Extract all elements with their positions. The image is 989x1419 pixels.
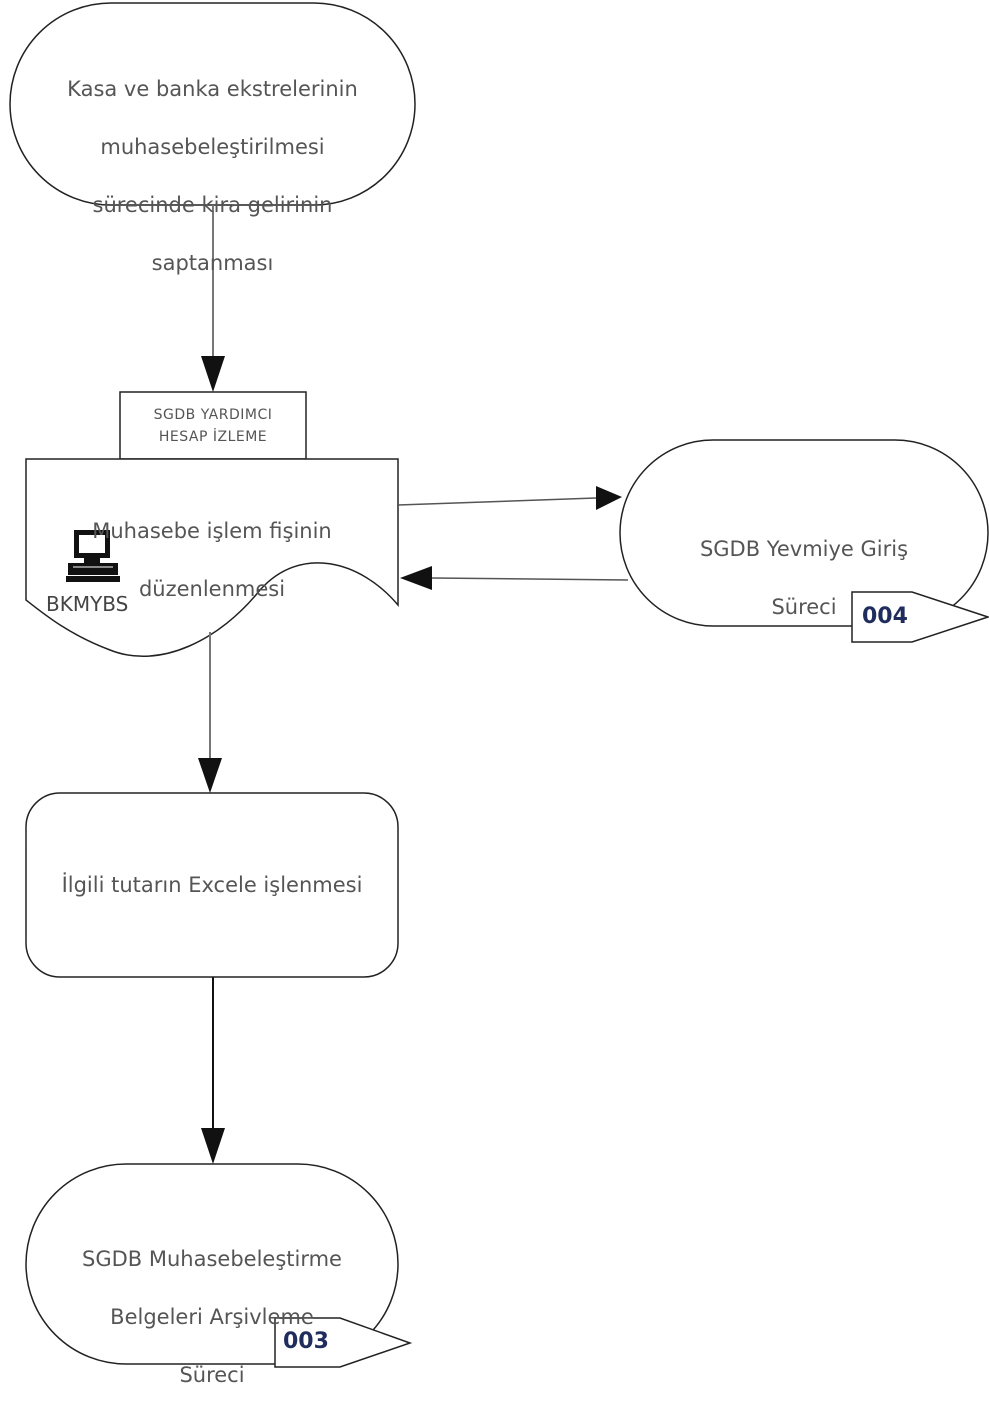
document-tag-label: SGDB YARDIMCI HESAP İZLEME [120, 404, 306, 448]
start-label-line: sürecinde kira gelirinin [92, 193, 333, 217]
arrowhead-start-to-document [201, 356, 225, 392]
document-tag-line: SGDB YARDIMCI [153, 407, 273, 423]
arrowhead-process-to-end [201, 1128, 225, 1164]
document-tag-line: HESAP İZLEME [158, 429, 268, 445]
connector-004-shape [851, 591, 989, 643]
system-label: BKMYBS [46, 592, 129, 616]
yevmiye-label-line: SGDB Yevmiye Giriş [699, 537, 909, 561]
connector-004-label: 004 [862, 604, 908, 629]
connector-yevmiye-to-document [431, 577, 629, 581]
document-label: Muhasebe işlem fişinin düzenlenmesi [26, 488, 398, 633]
document-tag-box [119, 391, 307, 460]
end-label-line: Süreci [179, 1363, 245, 1387]
start-label-line: Kasa ve banka ekstrelerinin [67, 77, 358, 101]
connector-003-shape [274, 1317, 413, 1368]
process-label: İlgili tutarın Excele işlenmesi [61, 873, 363, 897]
document-label-line: düzenlenmesi [138, 577, 286, 601]
end-terminator [25, 1163, 399, 1365]
start-label-line: saptanması [151, 251, 274, 275]
end-label-line: Belgeleri Arşivleme [110, 1305, 314, 1329]
document-label-line: Muhasebe işlem fişinin [92, 519, 332, 543]
end-label: SGDB Muhasebeleştirme Belgeleri Arşivlem… [26, 1216, 398, 1419]
arrowhead-yevmiye-to-document [400, 566, 432, 590]
computer-icon [66, 530, 120, 582]
arrowhead-document-to-yevmiye [596, 486, 622, 510]
connector-003-label: 003 [283, 1329, 329, 1354]
flowchart: Kasa ve banka ekstrelerinin muhasebeleşt… [9, 2, 989, 1387]
yevmiye-terminator [619, 439, 989, 627]
yevmiye-label-line: Süreci [771, 595, 837, 619]
connector-document-to-yevmiye [397, 497, 597, 506]
flowchart-canvas [9, 2, 989, 1368]
start-label-line: muhasebeleştirilmesi [100, 135, 325, 159]
arrowhead-document-to-process [198, 758, 222, 793]
yevmiye-label: SGDB Yevmiye Giriş Süreci [620, 506, 988, 651]
end-label-line: SGDB Muhasebeleştirme [82, 1247, 342, 1271]
document-shape [25, 458, 399, 658]
start-label: Kasa ve banka ekstrelerinin muhasebeleşt… [10, 46, 415, 307]
